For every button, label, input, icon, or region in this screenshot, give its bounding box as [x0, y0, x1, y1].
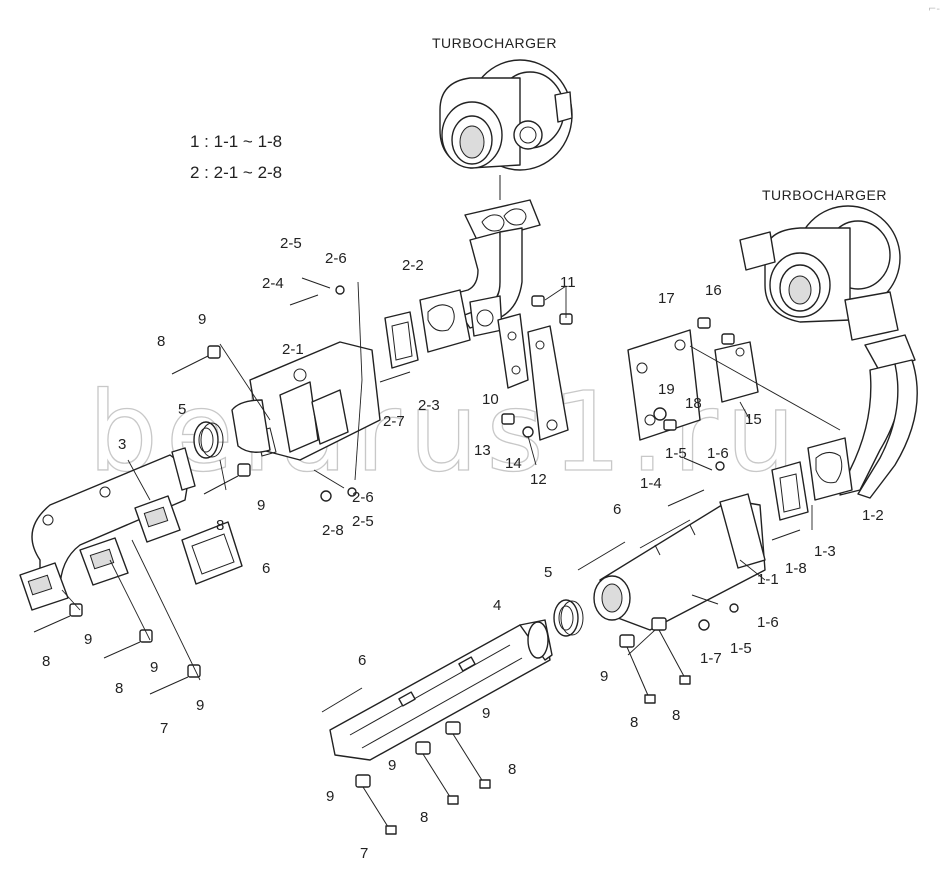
label-2-1: 2-1	[282, 341, 304, 358]
gasket-2-3	[384, 311, 419, 369]
clips	[289, 277, 801, 631]
gasket-strips-6	[321, 541, 626, 713]
label-13: 13	[474, 442, 491, 459]
label-6a: 6	[613, 501, 621, 518]
label-1-6b: 1-6	[757, 614, 779, 631]
label-16: 16	[705, 282, 722, 299]
leader-lines	[61, 281, 841, 681]
label-10: 10	[482, 391, 499, 408]
label-7a: 7	[160, 720, 168, 737]
exhaust-elbow-pipe-2-2	[419, 227, 523, 353]
seal-rings-5a	[193, 421, 224, 459]
label-2-5a: 2-5	[280, 235, 302, 252]
label-15: 15	[745, 411, 762, 428]
label-2-3: 2-3	[418, 397, 440, 414]
label-11: 11	[560, 274, 576, 291]
label-5a: 5	[178, 401, 186, 418]
label-1-5a: 1-5	[665, 445, 687, 462]
label-6c: 6	[358, 652, 366, 669]
label-2-7: 2-7	[383, 413, 405, 430]
bracket-10	[497, 313, 529, 389]
label-1-3: 1-3	[814, 543, 836, 560]
label-2-6b: 2-6	[352, 489, 374, 506]
label-1-7: 1-7	[700, 650, 722, 667]
label-8g: 8	[508, 761, 516, 778]
label-9e: 9	[600, 668, 608, 685]
exhaust-manifold-3	[19, 447, 196, 611]
label-1-4: 1-4	[640, 475, 662, 492]
exhaust-elbow-pipe-1-2	[807, 334, 918, 501]
turbo-flange-top	[464, 199, 541, 243]
label-8h: 8	[420, 809, 428, 826]
turbocharger-right	[739, 205, 901, 341]
label-14: 14	[505, 455, 522, 472]
label-1-6a: 1-6	[707, 445, 729, 462]
gasket-1-3	[771, 461, 809, 521]
legend-line-1: 1 : 1-1 ~ 1-8	[190, 132, 282, 151]
exhaust-manifold-2-1	[231, 341, 381, 461]
bracket-12	[527, 325, 569, 441]
label-2-2: 2-2	[402, 257, 424, 274]
label-8c: 8	[42, 653, 50, 670]
corner-mark: ⌐-	[928, 4, 940, 15]
label-9h: 9	[388, 757, 396, 774]
bolts-spacers-left	[33, 345, 251, 695]
label-9a: 9	[198, 311, 206, 328]
bolts-spacers-bottom	[355, 617, 691, 835]
label-8d: 8	[115, 680, 123, 697]
turbocharger-right-title: TURBOCHARGER	[762, 187, 887, 203]
label-1-5b: 1-5	[730, 640, 752, 657]
label-2-4: 2-4	[262, 275, 284, 292]
gasket-6-left	[181, 521, 243, 585]
label-9f: 9	[196, 697, 204, 714]
label-9b: 9	[257, 497, 265, 514]
label-4: 4	[493, 597, 501, 614]
seal-rings-5b	[553, 599, 584, 637]
label-1-8: 1-8	[785, 560, 807, 577]
label-8f: 8	[672, 707, 680, 724]
label-9d: 9	[150, 659, 158, 676]
label-5b: 5	[544, 564, 552, 581]
label-2-6a: 2-6	[325, 250, 347, 267]
label-8e: 8	[630, 714, 638, 731]
label-19: 19	[658, 381, 675, 398]
label-9c: 9	[84, 631, 92, 648]
turbocharger-top-title: TURBOCHARGER	[432, 35, 557, 51]
label-2-5b: 2-5	[352, 513, 374, 530]
label-2-8: 2-8	[322, 522, 344, 539]
bracket-17	[627, 329, 701, 441]
legend-line-2: 2 : 2-1 ~ 2-8	[190, 163, 282, 182]
label-18: 18	[685, 395, 702, 412]
label-12: 12	[530, 471, 547, 488]
label-6b: 6	[262, 560, 270, 577]
label-1-2: 1-2	[862, 507, 884, 524]
turbocharger-top	[439, 59, 573, 200]
label-7b: 7	[360, 845, 368, 862]
exhaust-manifold-4	[329, 619, 553, 761]
label-1-1: 1-1	[757, 571, 779, 588]
label-8a: 8	[157, 333, 165, 350]
label-9i: 9	[326, 788, 334, 805]
label-8b: 8	[216, 517, 224, 534]
label-9g: 9	[482, 705, 490, 722]
label-3: 3	[118, 436, 126, 453]
label-17: 17	[658, 290, 675, 307]
exhaust-manifold-1-1	[593, 493, 766, 631]
